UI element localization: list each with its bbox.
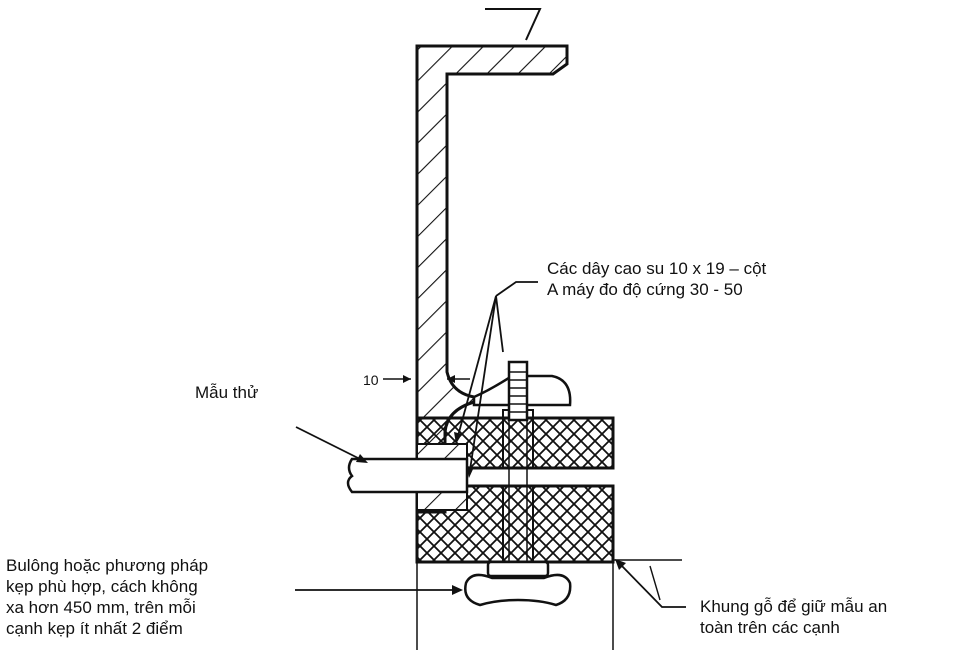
frame-label-line2: toàn trên các cạnh bbox=[700, 618, 840, 637]
bolt-label-line4: cạnh kẹp ít nhất 2 điểm bbox=[6, 619, 183, 638]
bolt-label-line2: kẹp phù hợp, cách không bbox=[6, 577, 198, 596]
bolt-thread bbox=[507, 360, 529, 422]
wing-nut bbox=[464, 573, 572, 607]
rubber-strips-label-line1: Các dây cao su 10 x 19 – cột bbox=[547, 259, 767, 278]
dimension-label: 10 bbox=[363, 372, 379, 388]
frame-label-line1: Khung gỗ để giữ mẫu an bbox=[700, 597, 888, 616]
bolt-label-line3: xa hơn 450 mm, trên mỗi bbox=[6, 598, 196, 617]
specimen-leader bbox=[295, 426, 361, 460]
specimen-panel bbox=[346, 457, 469, 494]
bolt-label-line1: Bulông hoặc phương pháp bbox=[6, 556, 209, 575]
frame-leader bbox=[619, 563, 686, 608]
rubber-leader bbox=[495, 281, 538, 297]
washer bbox=[486, 560, 550, 578]
break-mark bbox=[485, 8, 542, 41]
rubber-strips-label-line2: A máy đo độ cứng 30 - 50 bbox=[547, 280, 743, 299]
specimen-label: Mẫu thử bbox=[195, 383, 259, 402]
